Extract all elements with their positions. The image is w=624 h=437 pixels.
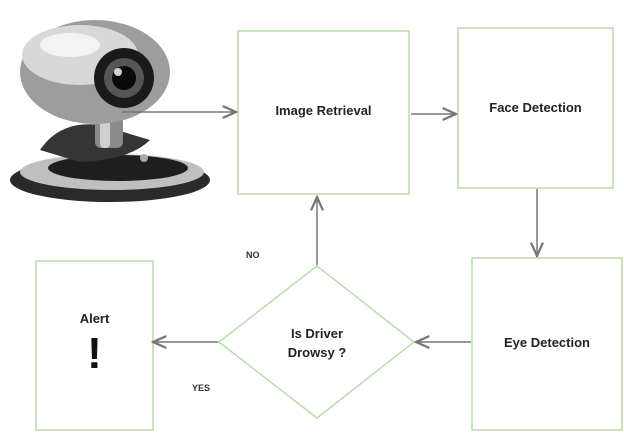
eye-detection-box	[471, 257, 623, 431]
alert-label: Alert	[79, 311, 110, 326]
alert-exclamation-mark: !	[87, 329, 102, 378]
image-retrieval-label: Image Retrieval	[275, 103, 372, 118]
edge-label-no: NO	[246, 250, 260, 260]
edge-label-yes: YES	[192, 383, 211, 393]
drowsy-decision-diamond	[217, 265, 416, 419]
image-retrieval-box	[237, 30, 410, 195]
eye-detection-label: Eye Detection	[504, 335, 590, 350]
webcam-icon	[10, 20, 210, 202]
face-detection-box	[457, 27, 614, 189]
decision-label-line2: Drowsy ?	[287, 345, 347, 360]
decision-label-line1: Is Driver	[290, 326, 344, 341]
face-detection-label: Face Detection	[489, 100, 582, 115]
alert-box	[35, 260, 154, 431]
